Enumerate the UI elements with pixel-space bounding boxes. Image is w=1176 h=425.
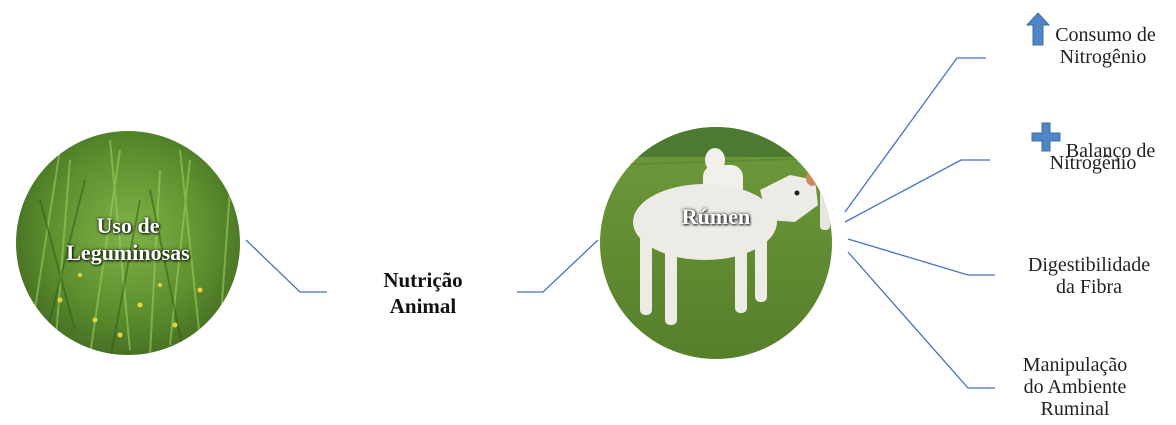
outcome-consumo-line2: Nitrogênio <box>1006 46 1176 68</box>
legume-label-line1: Uso de <box>28 212 228 239</box>
up-arrow-icon <box>1026 12 1050 46</box>
plus-icon <box>1031 122 1061 152</box>
connector-nutrition-rumen <box>517 240 598 292</box>
nutrition-label-line1: Nutrição <box>350 267 496 293</box>
rumen-photo <box>600 127 832 359</box>
outcome-manipulacao-ambiente: Manipulação do Ambiente Ruminal <box>1000 354 1150 420</box>
connector-rumen-manipulacao <box>848 252 995 388</box>
connector-rumen-digestibilidade <box>848 239 995 275</box>
nutrition-label-line2: Animal <box>350 293 496 319</box>
legume-label: Uso de Leguminosas <box>28 212 228 266</box>
outcome-balanco-line1: Balanço de <box>1066 140 1155 162</box>
nutrition-label: Nutrição Animal <box>350 267 496 319</box>
connector-rumen-consumo <box>845 58 986 212</box>
rumen-label: Rúmen <box>636 203 796 230</box>
outcome-consumo-nitrogenio: Consumo de Nitrogênio <box>1006 12 1176 68</box>
connector-rumen-balanco <box>845 160 990 222</box>
outcome-digestibilidade-line1: Digestibilidade <box>1002 254 1176 276</box>
outcome-consumo-line1: Consumo de <box>1055 24 1156 46</box>
outcome-manipulacao-line2: do Ambiente <box>1000 376 1150 398</box>
legume-label-line2: Leguminosas <box>28 239 228 266</box>
outcome-manipulacao-line3: Ruminal <box>1000 398 1150 420</box>
outcome-manipulacao-line1: Manipulação <box>1000 354 1150 376</box>
outcome-digestibilidade-fibra: Digestibilidade da Fibra <box>1002 254 1176 298</box>
connector-legume-nutrition <box>246 240 327 292</box>
outcome-digestibilidade-line2: da Fibra <box>1002 276 1176 298</box>
outcome-balanco-nitrogenio: Balanço de Nitrogênio <box>1010 122 1176 174</box>
